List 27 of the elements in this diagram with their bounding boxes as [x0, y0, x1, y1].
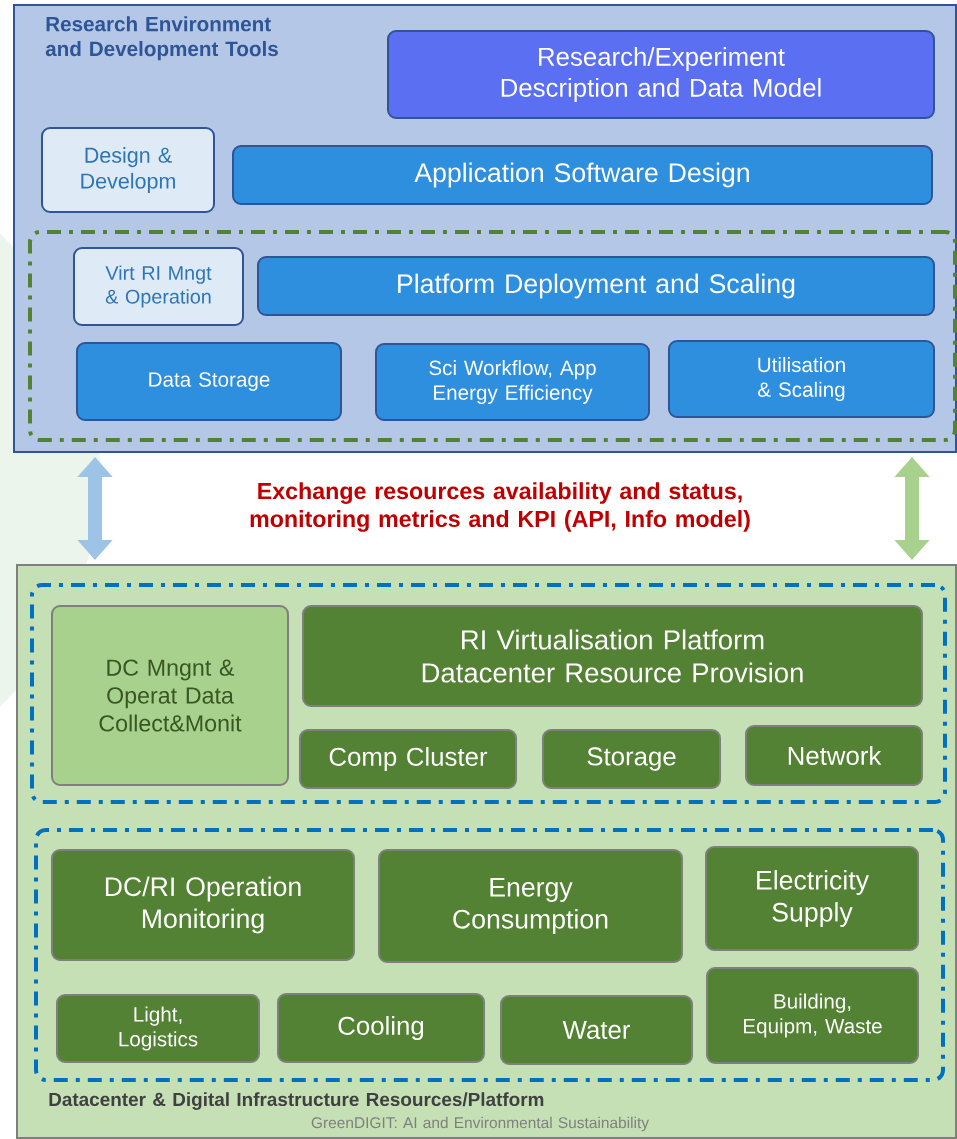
process-box: Utilisation & Scaling: [668, 340, 935, 418]
dashed-group-frame: [34, 828, 945, 1082]
process-box: DC/RI Operation Monitoring: [51, 849, 355, 961]
process-box: Electricity Supply: [705, 846, 919, 951]
process-box: Network: [745, 725, 923, 786]
note-text: Exchange resources availability and status, monitoring metrics and KPI (API, Info model): [250, 482, 750, 532]
panel-heading: Datacenter & Digital Infrastructure Resources/Platform: [49, 1092, 544, 1110]
process-box: RI Virtualisation Platform Datacenter Resource Provision: [302, 605, 923, 707]
process-box: Comp Cluster: [299, 729, 517, 789]
process-box: Design & Developm: [41, 127, 215, 213]
process-box: Virt RI Mngt & Operation: [73, 247, 244, 326]
process-box: Application Software Design: [232, 145, 933, 205]
footer-text: GreenDIGIT: AI and Environmental Sustainability: [311, 1116, 649, 1132]
process-box: DC Mngnt & Operat Data Collect&Monit: [51, 605, 289, 786]
process-box: Building, Equipm, Waste: [706, 967, 919, 1064]
process-box: Research/Experiment Description and Data Model: [387, 30, 935, 119]
panel-heading: Research Environment and Development Tools: [45, 16, 278, 61]
dashed-group-frame: [28, 230, 957, 442]
process-box: Sci Workflow, App Energy Efficiency: [375, 343, 650, 421]
process-box: Platform Deployment and Scaling: [257, 256, 935, 316]
process-box: Data Storage: [76, 342, 342, 421]
process-box: Water: [500, 995, 693, 1065]
process-box: Energy Consumption: [378, 849, 683, 963]
process-box: Light, Logistics: [56, 994, 260, 1063]
process-box: Storage: [542, 729, 721, 789]
process-box: Cooling: [277, 993, 485, 1063]
dashed-group-frame: [30, 583, 947, 804]
